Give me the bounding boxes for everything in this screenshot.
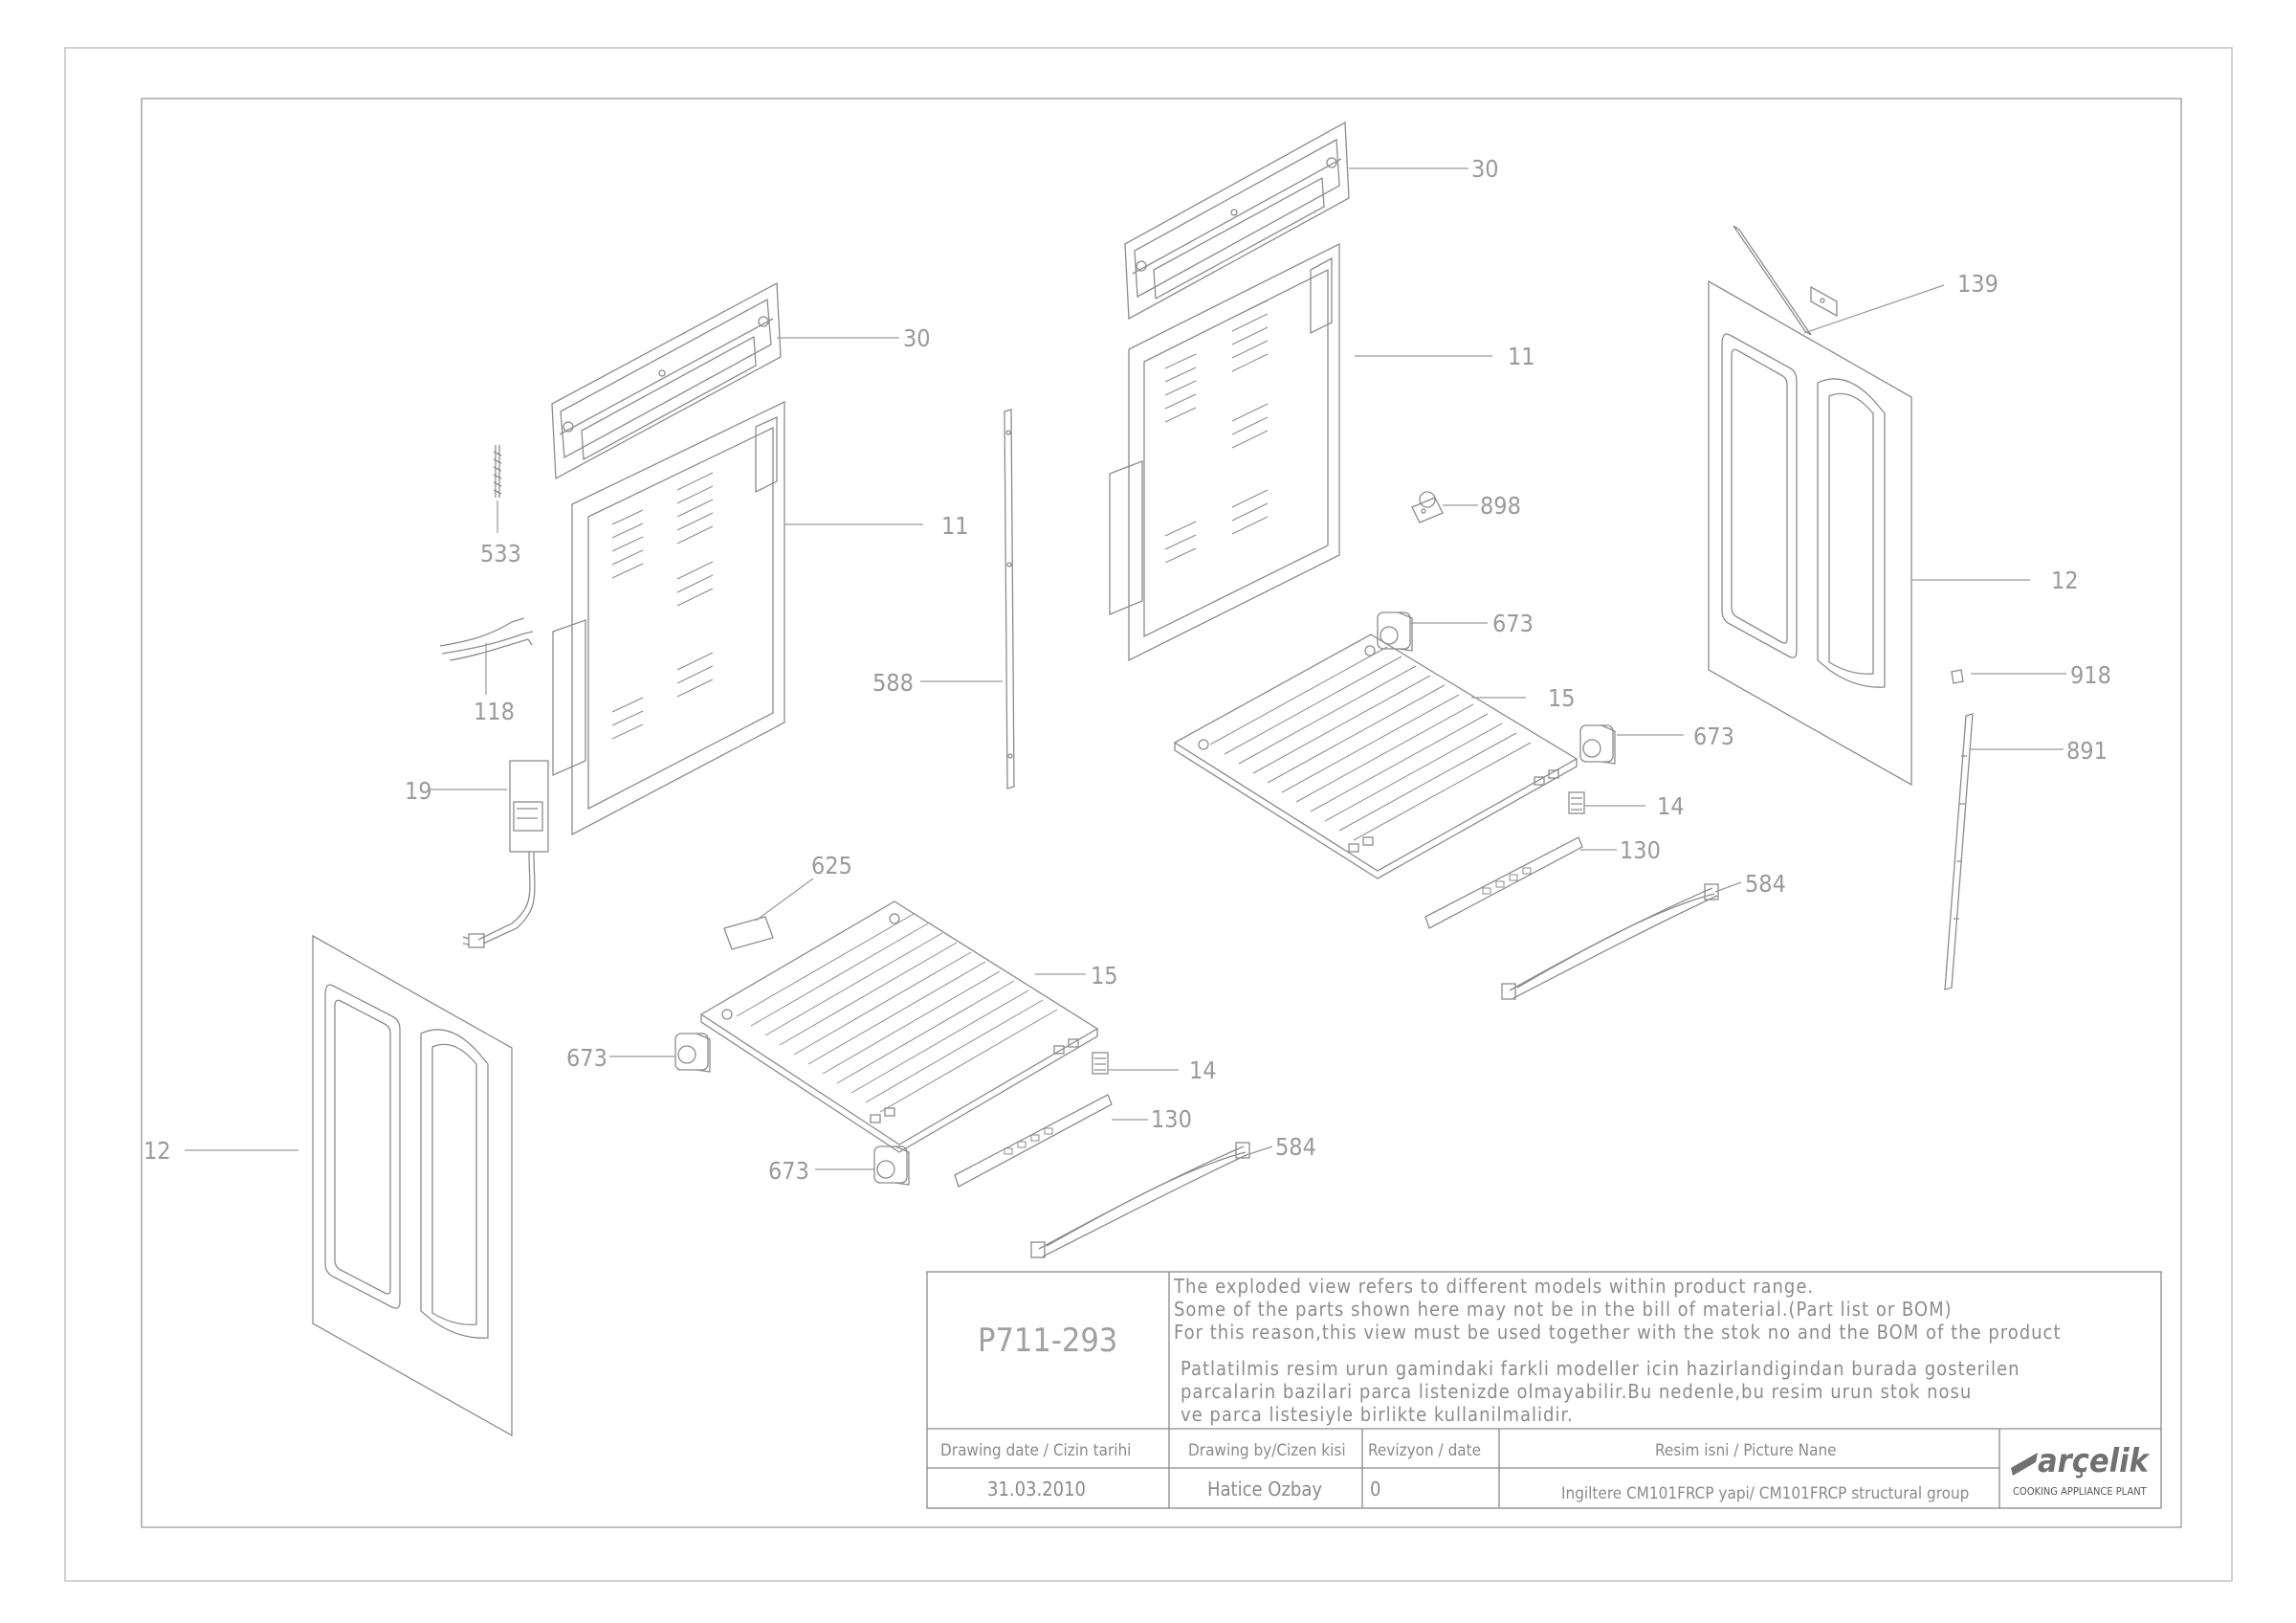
- label-588: 588: [872, 669, 914, 697]
- drawing-number: P711-293: [978, 1322, 1117, 1360]
- logo-mark-icon: [2011, 1453, 2038, 1476]
- title-block: P711-293 The exploded view refers to dif…: [926, 1271, 2162, 1509]
- inner-border: [141, 98, 2182, 1528]
- value-picture-name: Ingiltere CM101FRCP yapi/ CM101FRCP stru…: [1561, 1484, 1969, 1503]
- label-533: 533: [480, 540, 521, 567]
- part-130-bar-left: [954, 1094, 1113, 1188]
- label-130-right: 130: [1620, 836, 1661, 864]
- label-118: 118: [474, 698, 515, 725]
- label-673-c: 673: [1492, 610, 1534, 637]
- label-584-left: 584: [1275, 1133, 1316, 1161]
- plant-name: COOKING APPLIANCE PLANT: [2013, 1485, 2148, 1498]
- part-891-strip: [1944, 713, 1974, 990]
- label-673-b: 673: [768, 1157, 809, 1185]
- note-en-1: The exploded view refers to different mo…: [1173, 1275, 1814, 1298]
- note-tr-1: Patlatilmis resim urun gamindaki farkli …: [1181, 1357, 2020, 1380]
- part-673-hinge-d: [1579, 724, 1616, 765]
- label-14-left: 14: [1189, 1056, 1217, 1084]
- outer-border: [64, 47, 2233, 1582]
- part-139-strip: [1733, 225, 1838, 336]
- label-11-right: 11: [1508, 343, 1535, 370]
- part-14-fitting-left: [1092, 1052, 1109, 1075]
- part-12-panel-left: [312, 934, 513, 1437]
- label-584-right: 584: [1745, 870, 1786, 898]
- part-584-rod-left: [1030, 1142, 1250, 1258]
- part-130-bar-right: [1424, 836, 1583, 929]
- value-date: 31.03.2010: [987, 1478, 1086, 1501]
- brand-logo: arçelik: [2038, 1442, 2151, 1480]
- label-14-right: 14: [1657, 792, 1685, 820]
- part-625-tag: [723, 916, 774, 950]
- label-130-left: 130: [1151, 1105, 1192, 1133]
- part-898-thermostat: [1411, 491, 1444, 523]
- label-673-d: 673: [1693, 723, 1734, 750]
- header-revision: Revizyon / date: [1368, 1441, 1481, 1460]
- note-en-2: Some of the parts shown here may not be …: [1174, 1298, 1953, 1321]
- part-12-panel-right: [1708, 279, 1912, 787]
- label-19: 19: [405, 777, 432, 805]
- part-588-strip: [1004, 409, 1015, 789]
- note-tr-3: ve parca listesiyle birlikte kullanilmal…: [1181, 1403, 1574, 1426]
- part-14-fitting-right: [1568, 791, 1585, 814]
- label-918: 918: [2070, 661, 2111, 689]
- label-139: 139: [1957, 270, 1998, 298]
- part-15-tray-right: [1173, 634, 1578, 879]
- part-19-switch: [462, 760, 549, 948]
- note-tr-2: parcalarin bazilari parca listenizde olm…: [1181, 1380, 1972, 1403]
- header-drawing-date: Drawing date / Cizin tarihi: [940, 1441, 1131, 1460]
- label-12-right: 12: [2051, 567, 2079, 594]
- part-30-rail-left: [551, 281, 782, 480]
- part-118-wire: [439, 617, 534, 661]
- value-revision: 0: [1370, 1478, 1380, 1501]
- label-30-left: 30: [903, 324, 931, 352]
- value-drawn-by: Hatice Ozbay: [1207, 1478, 1322, 1501]
- label-673-a: 673: [566, 1044, 607, 1072]
- arcelik-logo: arçelik COOKING APPLIANCE PLANT: [2011, 1442, 2151, 1498]
- part-673-hinge-a: [674, 1033, 711, 1073]
- header-picture-name: Resim isni / Picture Nane: [1655, 1441, 1837, 1460]
- note-en-3: For this reason,this view must be used t…: [1174, 1321, 2062, 1344]
- part-30-rail-right: [1124, 121, 1350, 321]
- part-533-screw: [493, 445, 502, 498]
- part-918-clip: [1951, 669, 1964, 684]
- label-11-left: 11: [941, 512, 969, 540]
- label-625: 625: [811, 852, 852, 879]
- header-drawing-by: Drawing by/Cizen kisi: [1188, 1441, 1346, 1460]
- part-labels: 30 30 11 11 139 898 533 118 588 12 12 67…: [144, 155, 2111, 1185]
- part-673-hinge-b: [873, 1145, 910, 1186]
- label-12-left: 12: [144, 1137, 171, 1165]
- label-15-right: 15: [1548, 684, 1576, 712]
- leader-lines: [185, 167, 2066, 1170]
- label-15-left: 15: [1091, 962, 1118, 989]
- label-891: 891: [2066, 737, 2108, 765]
- part-673-hinge-c: [1377, 611, 1413, 652]
- label-898: 898: [1480, 492, 1521, 520]
- part-11-side-panel-right: [1109, 242, 1340, 662]
- label-30-right: 30: [1471, 155, 1499, 183]
- part-15-tray-left: [699, 900, 1099, 1153]
- part-11-side-panel-left: [552, 400, 785, 836]
- part-584-rod-right: [1501, 883, 1719, 1000]
